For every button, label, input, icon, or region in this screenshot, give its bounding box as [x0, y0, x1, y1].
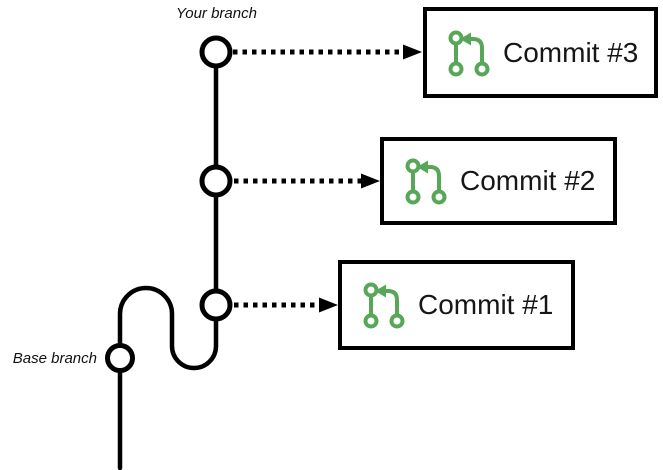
- your-branch-label: Your branch: [176, 5, 257, 22]
- arrowhead-commit2-icon: [361, 173, 380, 189]
- code-pull-request-icon: [404, 157, 448, 205]
- base-branch-label: Base branch: [12, 350, 97, 367]
- commit-node-2: [199, 164, 233, 198]
- arrowhead-commit1-icon: [319, 297, 338, 313]
- commit-box-1: Commit #1: [338, 260, 575, 350]
- code-pull-request-icon: [362, 281, 406, 329]
- commit-box-label: Commit #1: [418, 289, 554, 320]
- base-branch-node: [105, 343, 135, 373]
- arrowhead-commit3-icon: [403, 44, 422, 60]
- commit-box-label: Commit #2: [460, 165, 596, 196]
- commit-node-1: [199, 288, 233, 322]
- code-pull-request-icon: [447, 29, 491, 77]
- commit-node-3: [199, 35, 233, 69]
- branch-line: [117, 49, 219, 470]
- commit-box-2: Commit #2: [380, 137, 617, 225]
- commit-box-label: Commit #3: [503, 36, 639, 68]
- commit-box-3: Commit #3: [423, 7, 658, 98]
